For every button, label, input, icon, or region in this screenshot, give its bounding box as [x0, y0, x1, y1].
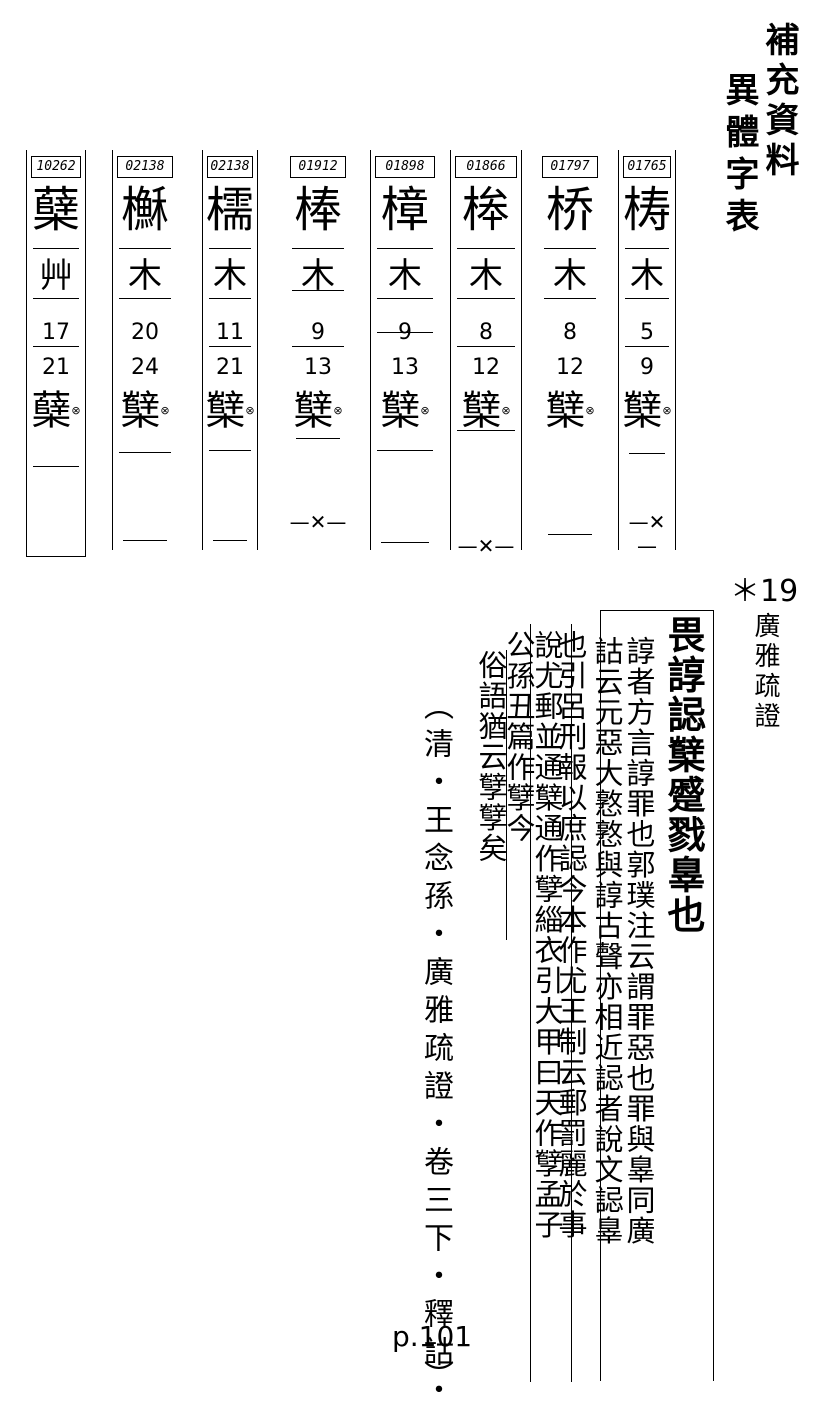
card-character: 樟: [380, 182, 429, 238]
section-mark: ＊19: [730, 574, 799, 609]
variant-card: 01797 桥 木 8 12 櫱⊗: [538, 150, 602, 550]
card-radical: 木: [630, 256, 664, 296]
quote-column-4: 說尤郵並通櫱通作孼緇衣引大甲曰天作孼孟子: [530, 630, 564, 1240]
variant-card: 10262 蘖 艸 17 21 蘖⊗: [26, 150, 86, 557]
card-radical: 木: [213, 256, 247, 296]
card-strokes-2: 21: [42, 355, 70, 380]
card-strokes-1: 20: [131, 320, 159, 345]
card-radical: 木: [128, 256, 162, 296]
card-strokes-2: 12: [472, 355, 500, 380]
title-supplementary: 補充資料: [759, 22, 799, 182]
card-mark: ⊗: [333, 404, 343, 417]
card-character: 櫯: [120, 182, 169, 238]
card-number: 02138: [207, 156, 253, 178]
card-character: 檽: [205, 182, 254, 238]
card-radical: 木: [301, 256, 335, 296]
quote-column-1: 諄者方言諄罪也郭璞注云謂罪惡也罪與辠同廣: [622, 636, 656, 1246]
variant-card: 02138 檽 木 11 21 櫱⊗: [202, 150, 258, 550]
card-radical: 木: [553, 256, 587, 296]
card-strokes-2: 9: [640, 355, 654, 380]
quote-column-3: 也引呂刑報以庶誋今本作尤王制云郵罰麗於事: [554, 630, 588, 1240]
card-strokes-2: 21: [216, 355, 244, 380]
card-variant: 櫱⊗: [545, 388, 595, 434]
card-mark: ⊗: [71, 404, 81, 417]
card-radical: 木: [388, 256, 422, 296]
card-number: 01898: [375, 156, 435, 178]
citation: （清・王念孫・廣雅疏證・卷三下・釋詁・: [418, 690, 453, 1412]
card-strokes-2: 13: [391, 355, 419, 380]
variant-card: 02138 櫯 木 20 24 櫱⊗: [112, 150, 177, 550]
card-strokes-2: 13: [304, 355, 332, 380]
variant-card: 01765 梼 木 5 9 櫱⊗ —✕—: [618, 150, 676, 558]
card-variant: 櫱⊗: [380, 388, 430, 434]
card-radical: 艸: [39, 256, 73, 296]
card-character: 桳: [461, 182, 510, 238]
card-variant: 櫱⊗: [205, 388, 255, 434]
card-number: 10262: [31, 156, 81, 178]
card-strokes-2: 12: [556, 355, 584, 380]
card-variant: 櫱⊗: [120, 388, 170, 434]
card-strokes-1: 11: [216, 320, 244, 345]
card-mark: ⊗: [245, 404, 255, 417]
quote-headword: 畏諄誋櫱蹙戮辠也: [661, 615, 706, 935]
quote-column-2: 詁云元惡大憝憝與諄古聲亦相近誋者說文誋辠: [590, 636, 624, 1246]
card-character: 棒: [293, 182, 342, 238]
card-strokes-1: 17: [42, 320, 70, 345]
card-mark: ⊗: [160, 404, 170, 417]
card-mark: ⊗: [585, 404, 595, 417]
citation-close: ）: [418, 1360, 453, 1390]
quote-frame: [600, 610, 714, 1381]
card-variant: 蘖⊗: [31, 388, 81, 434]
cross-mark: —✕—: [457, 534, 515, 558]
cross-mark: —✕—: [628, 510, 666, 558]
card-variant: 櫱⊗: [622, 388, 672, 434]
quote-frame-small: [478, 650, 507, 940]
card-character: 桥: [545, 182, 594, 238]
card-mark: ⊗: [662, 404, 672, 417]
quote-frame-inner: [530, 624, 572, 1382]
card-number: 01912: [290, 156, 346, 178]
variant-card: 01866 桳 木 8 12 櫱⊗ —✕—: [450, 150, 522, 558]
page-number: p.101: [392, 1320, 473, 1353]
variant-card: 01898 樟 木 9 13 櫱⊗: [370, 150, 439, 550]
quote-column-5: 公孫丑篇作孼今: [502, 630, 536, 844]
card-mark: ⊗: [420, 404, 430, 417]
title-variant-table: 異體字表: [719, 72, 759, 240]
card-mark: ⊗: [501, 404, 511, 417]
card-strokes-1: 9: [311, 320, 325, 345]
source-title: 廣雅疏證: [750, 612, 780, 732]
card-strokes-1: 8: [479, 320, 493, 345]
cross-mark: —✕—: [289, 510, 347, 534]
card-number: 02138: [117, 156, 173, 178]
card-variant: 櫱⊗: [293, 388, 343, 434]
card-strokes-1: 5: [640, 320, 654, 345]
card-strokes-1: 8: [563, 320, 577, 345]
card-radical: 木: [469, 256, 503, 296]
card-character: 蘖: [31, 182, 80, 238]
card-variant: 櫱⊗: [461, 388, 511, 434]
card-strokes-2: 24: [131, 355, 159, 380]
quote-column-6: 俗語猶云孼孼矣: [474, 650, 508, 864]
variant-card: 01912 棒 木 9 13 櫱⊗ —✕—: [286, 150, 350, 550]
card-number: 01765: [623, 156, 671, 178]
card-number: 01797: [542, 156, 598, 178]
card-number: 01866: [455, 156, 517, 178]
card-character: 梼: [622, 182, 671, 238]
